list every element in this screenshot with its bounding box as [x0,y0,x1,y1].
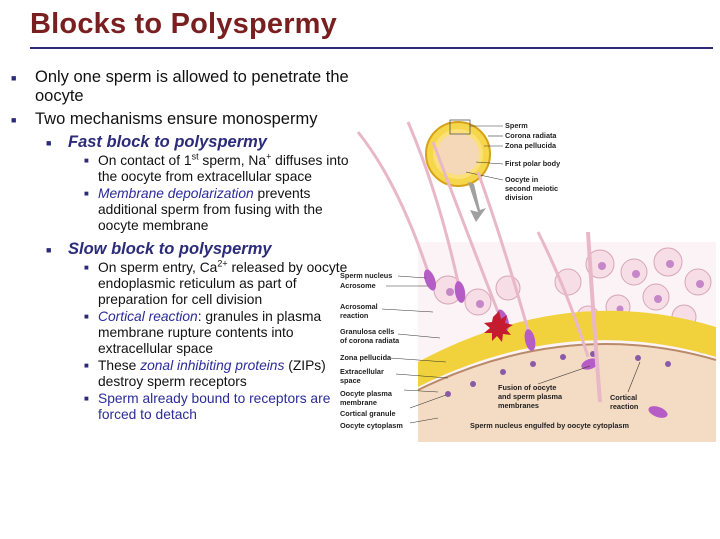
text: sperm, Na [198,153,267,168]
emphasis-text: Membrane depolarization [98,186,254,201]
text: (ZIPs) destroy sperm receptors [98,358,326,389]
label-cortical-reaction-2: reaction [610,402,638,411]
heading-text: Fast block to polyspermy [68,133,267,151]
label-oocyte-plasma-2: membrane [340,398,377,407]
bullet-two-mechanisms: ■ Two mechanisms ensure monospermy [10,110,350,129]
label-oocyte-3: division [505,193,533,202]
bullet-marker-icon: ■ [46,138,52,148]
slow-block-heading: ■ Slow block to polyspermy [10,240,350,259]
emphasis-text: Cortical reaction [98,309,198,324]
zoom-box [449,119,471,135]
superscript: + [266,151,272,162]
superscript: st [191,151,199,162]
label-oocyte-plasma-1: Oocyte plasma [340,389,393,398]
label-oocyte-2: second meiotic [505,184,558,193]
label-acrosomal-1: Acrosomal [340,302,378,311]
oocyte-cytoplasm [418,344,716,442]
slide-title: Blocks to Polyspermy [30,8,337,40]
zoom-arrow-icon [468,182,486,222]
oocyte-plasma-membrane [417,343,717,391]
bullet-marker-icon: ■ [46,245,52,255]
bullet-marker-icon: ■ [84,312,89,321]
label-corona-radiata: Corona radiata [505,131,557,140]
text: On contact of 1 [98,153,192,168]
label-sperm-nucleus: Sperm nucleus [340,271,392,280]
heading-text: Slow block to polyspermy [68,240,272,258]
label-acrosome: Acrosome [340,281,376,290]
label-granulosa-1: Granulosa cells [340,327,394,336]
label-extracellular-2: space [340,376,361,385]
zona-pellucida-band [418,310,716,387]
slow-block-item-zips: ■ These zonal inhibiting proteins (ZIPs)… [10,358,350,390]
label-sperm: Sperm [505,121,528,130]
slow-block-item-calcium: ■ On sperm entry, Ca2+ released by oocyt… [10,258,350,308]
text: prevents additional sperm from fusing wi… [98,186,323,233]
label-fusion-3: membranes [498,401,539,410]
label-zona-pellucida: Zona pellucida [340,353,392,362]
bullet-one-sperm: ■ Only one sperm is allowed to penetrate… [10,68,350,106]
bullet-marker-icon: ■ [84,263,89,272]
label-oocyte-cytoplasm: Oocyte cytoplasm [340,421,403,430]
slow-block-item-cortical: ■ Cortical reaction: granules in plasma … [10,309,350,357]
right-label-leaders [537,361,641,393]
label-fusion-2: and sperm plasma [498,392,563,401]
cortical-granules [445,351,671,397]
emphasis-text: zonal inhibiting proteins [140,358,285,373]
superscript: 2+ [217,258,228,269]
fast-block-item-sodium: ■ On contact of 1st sperm, Na+ diffuses … [10,151,350,185]
label-cortical-reaction-1: Cortical [610,393,637,402]
bullet-list: ■ Only one sperm is allowed to penetrate… [10,68,350,423]
text: : granules in plasma membrane rupture co… [98,309,322,356]
bullet-marker-icon: ■ [84,394,89,403]
bullet-marker-icon: ■ [11,115,17,125]
fast-block-item-depolarization: ■ Membrane depolarization prevents addit… [10,186,350,234]
slow-block-item-detach: ■ Sperm already bound to receptors are f… [10,391,350,423]
text: released by oocyte endoplasmic reticulum… [98,260,348,307]
label-extracellular-1: Extracellular [340,367,384,376]
label-first-polar-body: First polar body [505,159,561,168]
bullet-marker-icon: ■ [84,361,89,370]
bullet-text: Two mechanisms ensure monospermy [35,110,318,128]
text: On sperm entry, Ca [98,260,218,275]
label-oocyte-1: Oocyte in [505,175,538,184]
bullet-marker-icon: ■ [11,73,17,83]
fertilization-diagram: Sperm Corona radiata Zona pellucida Firs… [340,119,717,442]
label-zona-pellucida-top: Zona pellucida [505,141,557,150]
label-fusion-1: Fusion of oocyte [498,383,556,392]
text: Sperm already bound to receptors are for… [98,391,331,422]
bullet-text: Only one sperm is allowed to penetrate t… [35,68,349,105]
overview-leaders [465,125,504,181]
label-acrosomal-2: reaction [340,311,368,320]
label-granulosa-2: of corona radiata [340,336,400,345]
text: These [98,358,141,373]
text: diffuses into the oocyte from extracellu… [98,153,349,184]
left-label-leaders [381,275,449,424]
bullet-marker-icon: ■ [84,156,89,165]
title-underline [30,47,713,49]
acrosome-burst-icon [484,311,513,342]
bullet-marker-icon: ■ [84,189,89,198]
sperm-cells [356,121,668,418]
oocyte-small [437,133,479,175]
label-cortical-granule: Cortical granule [340,409,396,418]
label-sperm-engulfed: Sperm nucleus engulfed by oocyte cytopla… [470,421,629,430]
fast-block-heading: ■ Fast block to polyspermy [10,133,350,152]
